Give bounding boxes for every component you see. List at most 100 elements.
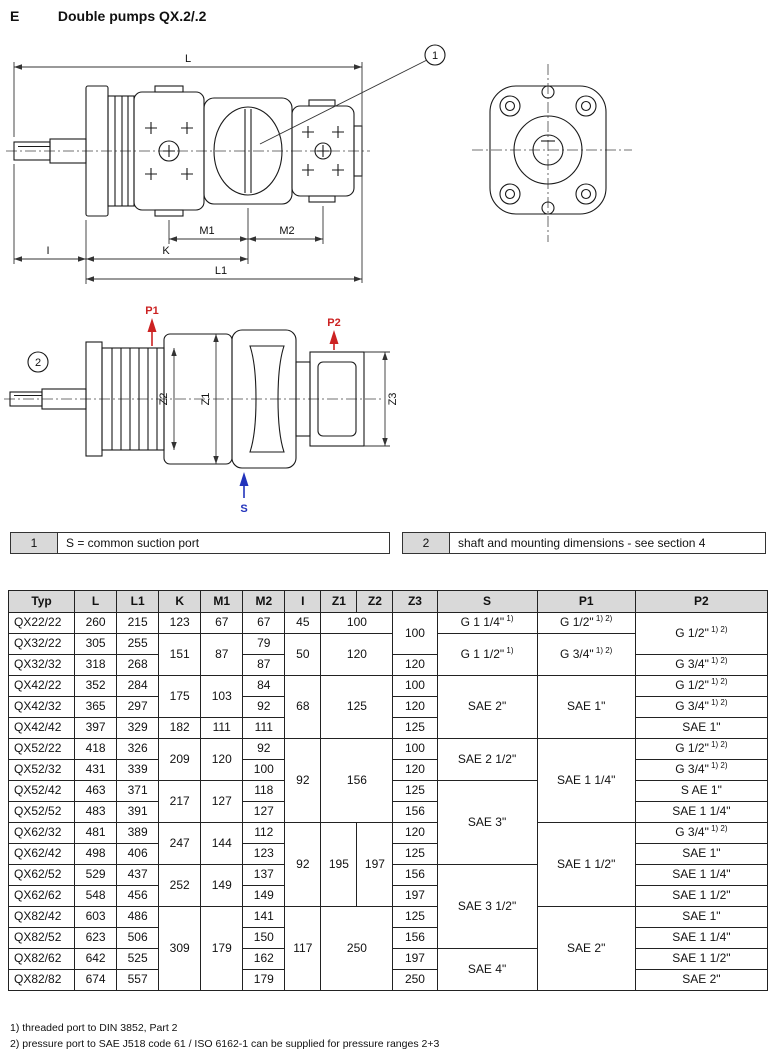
port-P2: P2 [327, 317, 341, 350]
dim-label-M2: M2 [279, 225, 294, 237]
dimension-L: L [13, 53, 363, 283]
footnote-marker: 1) 2) [708, 624, 728, 634]
pump-stage-2 [291, 99, 363, 203]
footnote-1: 1) threaded port to DIN 3852, Part 2 [10, 1022, 178, 1034]
value-cell: SAE 1 1/4" [634, 801, 769, 823]
value-cell: 125 [392, 780, 438, 802]
port-label-P2: P2 [327, 317, 340, 329]
legend-row: 1 S = common suction port 2 shaft and mo… [10, 532, 766, 554]
port-S: S [239, 472, 249, 515]
value-cell: 149 [242, 885, 286, 907]
footnote-marker: 1) 2) [708, 824, 728, 834]
value-cell: SAE 1 1/2" [634, 948, 769, 970]
drawing-flange-front-view [472, 64, 632, 242]
callout-1-circle [424, 44, 446, 66]
dim-label-K: K [162, 245, 170, 257]
value-cell: 120 [392, 822, 438, 844]
legend-item-1: 1 S = common suction port [10, 532, 390, 554]
legend-2-text: shaft and mounting dimensions - see sect… [450, 532, 766, 554]
value-cell: 365 [74, 696, 118, 718]
value-cell: G 1 1/4" 1) [436, 612, 538, 634]
pump-type-cell: QX62/32 [7, 822, 76, 844]
arrow-S-icon [239, 472, 249, 486]
value-cell: SAE 1 1/2" [536, 822, 636, 907]
footnote-marker: 1) 2) [593, 614, 613, 624]
arrow-P2-icon [329, 330, 339, 344]
value-cell: 84 [242, 675, 286, 697]
value-cell: SAE 4" [436, 948, 538, 991]
value-cell: 463 [74, 780, 118, 802]
value-cell: 112 [242, 822, 286, 844]
value-cell: 125 [320, 675, 394, 739]
dimension-Z1: Z1 [200, 334, 219, 464]
value-cell: SAE 1 1/2" [634, 885, 769, 907]
value-cell: 123 [242, 843, 286, 865]
value-cell: 141 [242, 906, 286, 928]
pump-stage-1 [133, 85, 205, 217]
value-cell: 50 [284, 633, 322, 676]
value-cell: SAE 2" [536, 906, 636, 991]
shaft-bore [532, 134, 564, 166]
value-cell: 250 [392, 969, 438, 991]
footnote-marker: 1) 2) [708, 761, 728, 771]
value-cell: 674 [74, 969, 118, 991]
value-cell: 486 [116, 906, 160, 928]
footnote-marker: 1) [504, 614, 514, 624]
value-cell: 431 [74, 759, 118, 781]
column-header-z2: Z2 [356, 590, 394, 613]
pump-type-cell: QX82/82 [7, 969, 76, 991]
value-cell: 125 [392, 717, 438, 739]
value-cell: 120 [392, 654, 438, 676]
dim-label-L1: L1 [215, 265, 227, 277]
value-cell: 217 [158, 780, 202, 823]
legend-item-2: 2 shaft and mounting dimensions - see se… [402, 532, 766, 554]
value-cell: SAE 3 1/2" [436, 864, 538, 949]
value-cell: 92 [242, 696, 286, 718]
value-cell: 120 [392, 696, 438, 718]
value-cell: 525 [116, 948, 160, 970]
value-cell: S AE 1" [634, 780, 769, 802]
pump-type-cell: QX62/42 [7, 843, 76, 865]
value-cell: 100 [392, 738, 438, 760]
dimension-M1-M2: M1 M2 [168, 206, 324, 264]
value-cell: 529 [74, 864, 118, 886]
value-cell: 175 [158, 675, 202, 718]
value-cell: 120 [392, 759, 438, 781]
value-cell: 250 [320, 906, 394, 991]
pump-type-cell: QX52/52 [7, 801, 76, 823]
callout-1: 1 [259, 44, 446, 145]
value-cell: 68 [284, 675, 322, 739]
value-cell: 391 [116, 801, 160, 823]
value-cell: 67 [200, 612, 244, 634]
value-cell: 127 [242, 801, 286, 823]
value-cell: 437 [116, 864, 160, 886]
port-label-P1: P1 [145, 305, 158, 317]
value-cell: G 3/4" 1) 2) [634, 654, 769, 676]
value-cell: 118 [242, 780, 286, 802]
pump-type-cell: QX82/52 [7, 927, 76, 949]
value-cell: SAE 2" [436, 675, 538, 739]
value-cell: 45 [284, 612, 322, 634]
column-header-p2: P2 [634, 590, 769, 613]
value-cell: 260 [74, 612, 118, 634]
column-header-m2: M2 [242, 590, 286, 613]
column-header-i: I [284, 590, 322, 613]
value-cell: 195 [320, 822, 358, 907]
value-cell: SAE 1" [634, 843, 769, 865]
value-cell: 100 [320, 612, 394, 634]
value-cell: 215 [116, 612, 160, 634]
value-cell: 197 [356, 822, 394, 907]
value-cell: G 3/4" 1) 2) [634, 759, 769, 781]
value-cell: 87 [200, 633, 244, 676]
drive-shaft [13, 138, 87, 164]
section-letter: E [10, 8, 20, 24]
value-cell: G 3/4" 1) 2) [634, 696, 769, 718]
